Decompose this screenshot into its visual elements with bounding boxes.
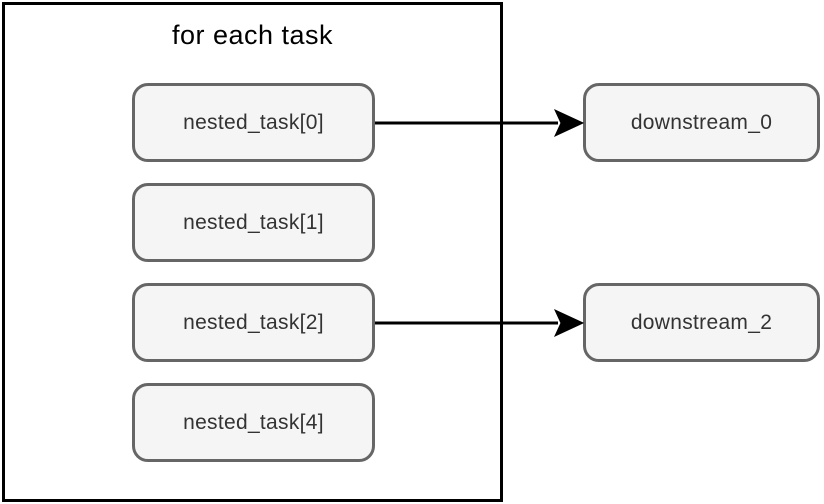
node-downstream-2: downstream_2 xyxy=(583,283,820,362)
node-label: nested_task[4] xyxy=(183,410,324,434)
node-label: downstream_0 xyxy=(630,110,773,134)
node-label: nested_task[0] xyxy=(183,110,324,134)
node-nested-task-2: nested_task[2] xyxy=(132,283,375,362)
for-each-task-group xyxy=(2,2,503,502)
node-nested-task-4: nested_task[4] xyxy=(132,383,375,462)
node-label: nested_task[2] xyxy=(183,310,324,334)
group-title: for each task xyxy=(171,20,334,50)
node-nested-task-1: nested_task[1] xyxy=(132,183,375,262)
node-downstream-0: downstream_0 xyxy=(583,83,820,162)
node-label: downstream_2 xyxy=(630,310,773,334)
node-nested-task-0: nested_task[0] xyxy=(132,83,375,162)
node-label: nested_task[1] xyxy=(183,210,324,234)
